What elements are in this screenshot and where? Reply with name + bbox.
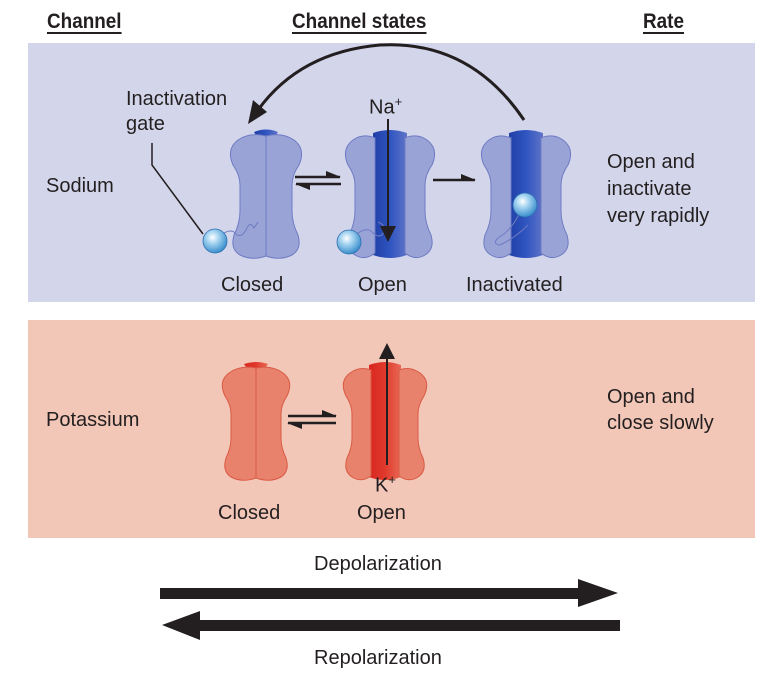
inactivation-gate-ball-icon	[202, 228, 228, 254]
gate-tether	[494, 211, 529, 246]
channel-left-subunit	[342, 368, 372, 481]
ion-charge: +	[394, 94, 403, 109]
sodium-state-inactivated: Inactivated	[466, 274, 563, 296]
potassium-state-open: Open	[357, 502, 406, 524]
inactivation-gate-ball-icon	[336, 229, 362, 255]
sodium-rate-line2: inactivate	[607, 178, 692, 200]
potassium-channel-name: Potassium	[46, 409, 140, 431]
inactivation-gate-ball-icon	[512, 192, 538, 218]
channel-right-subunit	[540, 135, 572, 259]
header-channel-states: Channel states	[292, 10, 427, 33]
sodium-state-closed: Closed	[221, 274, 284, 296]
header-rate: Rate	[643, 10, 684, 33]
potassium-equilibrium-arrows	[287, 410, 337, 429]
channel-left-subunit	[344, 135, 376, 259]
channel-left-subunit	[221, 366, 257, 481]
channel-right-subunit	[398, 368, 428, 481]
sodium-channel-name: Sodium	[46, 175, 114, 197]
depolarization-arrow	[160, 579, 618, 607]
potassium-closed-channel	[221, 362, 291, 481]
ion-symbol: K	[375, 474, 389, 497]
sodium-state-open: Open	[358, 274, 407, 296]
channel-pore	[369, 362, 401, 480]
potassium-rate-line1: Open and	[607, 386, 695, 408]
repolarization-label: Repolarization	[314, 647, 442, 669]
potassium-state-closed: Closed	[218, 502, 281, 524]
gate-label-line2: gate	[126, 113, 165, 135]
header-channel: Channel	[47, 10, 122, 33]
sodium-inactivated-channel	[480, 130, 572, 259]
potassium-ion-label: K+	[375, 468, 396, 498]
repolarization-arrow	[162, 611, 620, 640]
ion-charge: +	[388, 472, 396, 487]
sodium-closed-channel	[229, 129, 303, 259]
channel-left-subunit	[229, 134, 267, 259]
channel-right-subunit	[404, 135, 436, 259]
open-inactivated-arrow	[433, 174, 476, 182]
potassium-rate-line2: close slowly	[607, 412, 714, 434]
gate-tether	[214, 221, 259, 241]
recovery-curved-arrow	[256, 43, 526, 121]
channel-right-subunit	[265, 134, 303, 259]
channel-pore	[373, 130, 407, 258]
potassium-open-channel	[342, 362, 428, 481]
depolarization-label: Depolarization	[314, 553, 442, 575]
channel-left-subunit	[480, 135, 512, 259]
gate-pointer-line	[151, 143, 204, 235]
sodium-ion-label: Na+	[369, 90, 402, 120]
gate-label-line1: Inactivation	[126, 88, 228, 110]
recovery-arrowhead	[248, 100, 267, 124]
closed-open-equilibrium-arrows	[295, 171, 341, 190]
channel-right-subunit	[255, 366, 291, 481]
sodium-rate-line1: Open and	[607, 151, 695, 173]
ion-symbol: Na	[369, 96, 395, 119]
sodium-rate-line3: very rapidly	[607, 205, 710, 227]
